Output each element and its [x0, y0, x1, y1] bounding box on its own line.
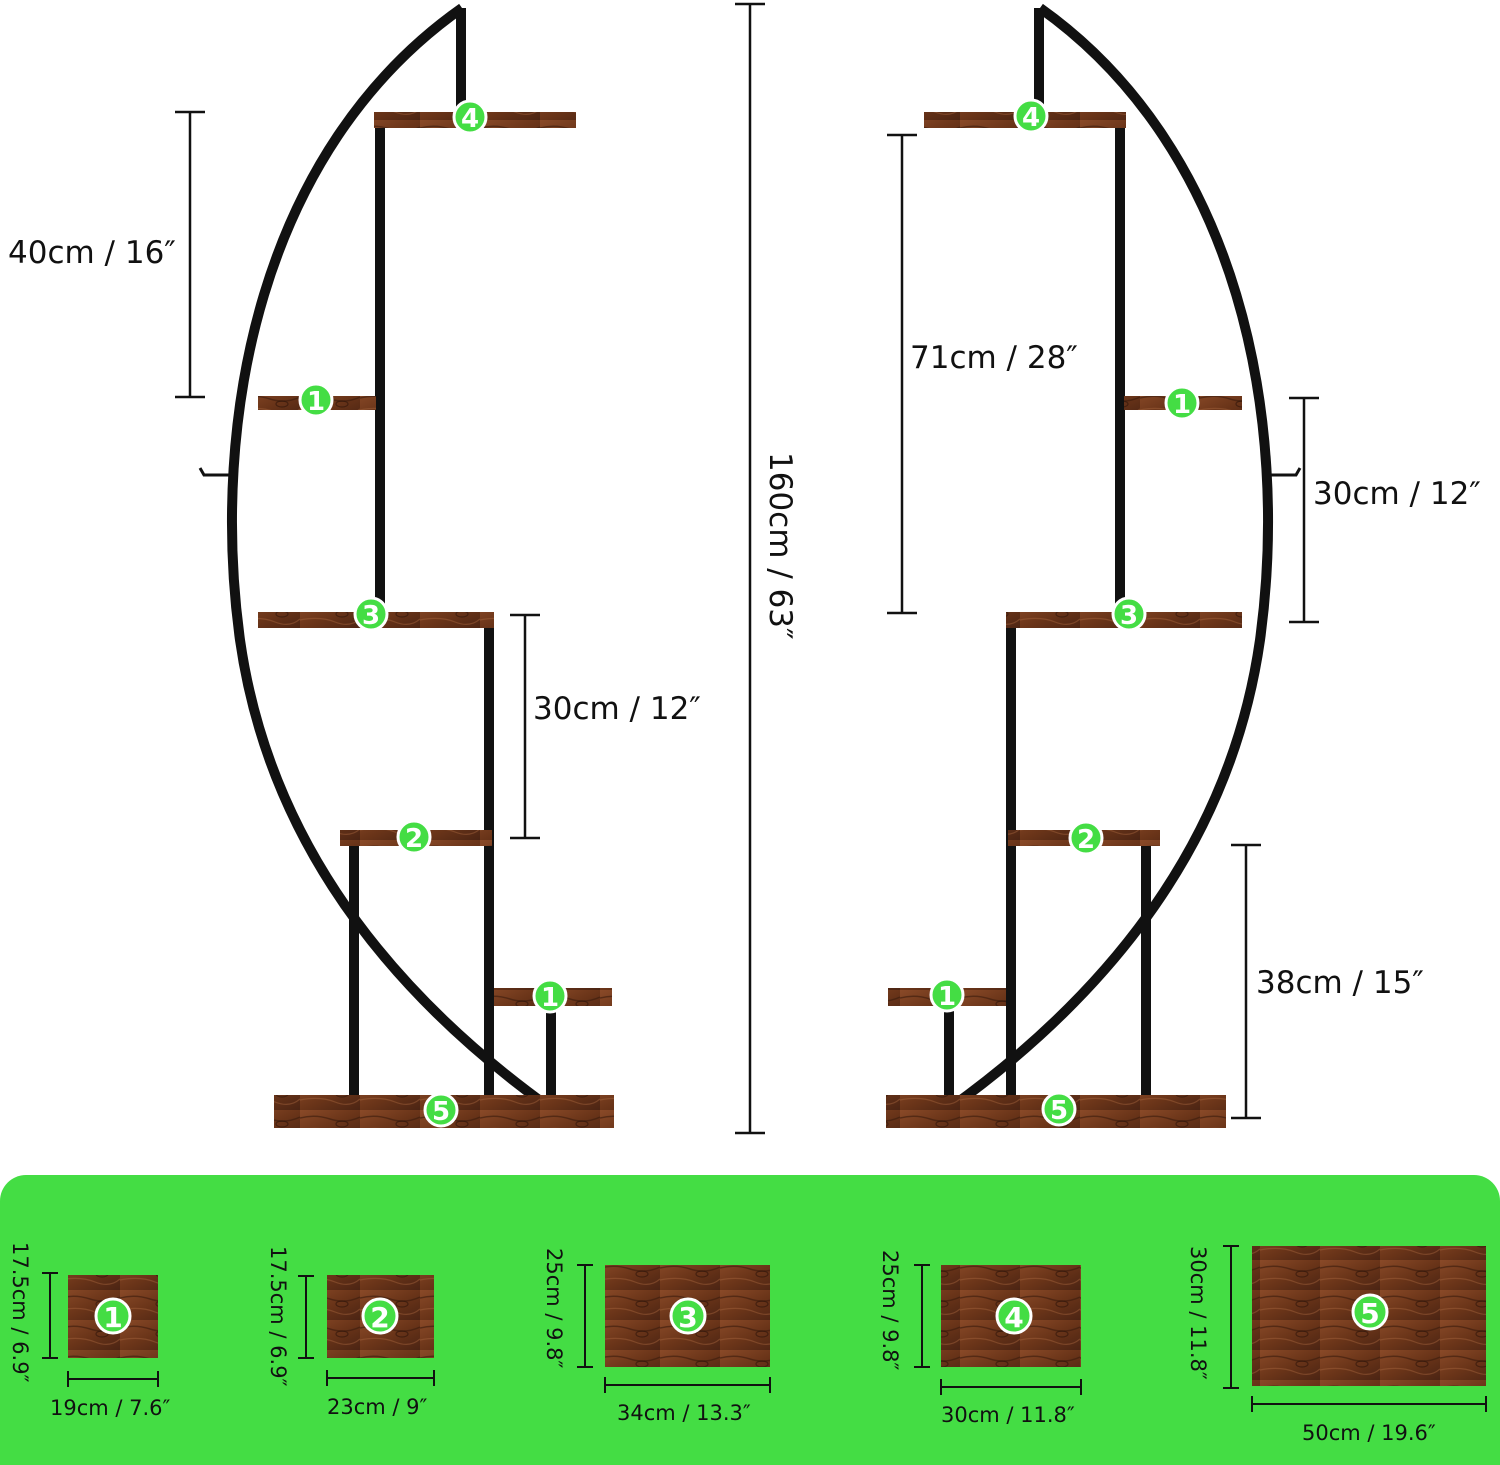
left-top-gap-label: 40cm / 16″	[8, 235, 176, 271]
svg-text:2: 2	[405, 824, 423, 854]
right-upper-span-label: 71cm / 28″	[910, 340, 1078, 376]
badge-right-1-top: 1	[1164, 385, 1200, 421]
swatch-3: 3	[577, 1264, 771, 1393]
shelf-1-width-label: 19cm / 7.6″	[50, 1396, 171, 1420]
svg-text:2: 2	[370, 1301, 389, 1334]
svg-text:1: 1	[103, 1301, 122, 1334]
shelf-5-height-label: 30cm / 11.8″	[1186, 1246, 1210, 1380]
shelf-swatches: 1 2 3 4 5	[42, 1245, 1487, 1412]
swatch-1: 1	[42, 1272, 159, 1387]
dimension-lines	[175, 2, 1319, 1135]
svg-text:5: 5	[1050, 1096, 1068, 1126]
shelf-3-height-label: 25cm / 9.8″	[542, 1248, 566, 1369]
dim-right-bottom-gap	[1231, 843, 1261, 1120]
right-stand	[886, 3, 1302, 1128]
svg-text:1: 1	[1173, 390, 1191, 420]
shelf-1-height-label: 17.5cm / 6.9″	[8, 1242, 32, 1383]
right-bottom-gap-label: 38cm / 15″	[1256, 965, 1424, 1001]
svg-text:3: 3	[1120, 601, 1138, 631]
svg-text:1: 1	[938, 982, 956, 1012]
badge-left-1-top: 1	[298, 382, 334, 418]
badge-left-1-low: 1	[532, 978, 568, 1014]
svg-text:3: 3	[362, 601, 380, 631]
shelf-2-height-label: 17.5cm / 6.9″	[266, 1246, 290, 1387]
swatch-5: 5	[1223, 1245, 1487, 1412]
badge-left-5: 5	[423, 1092, 459, 1128]
shelf-4-width-label: 30cm / 11.8″	[941, 1403, 1075, 1427]
badge-left-4: 4	[452, 99, 488, 135]
badge-right-2: 2	[1068, 820, 1104, 856]
badge-right-5: 5	[1041, 1091, 1077, 1127]
dim-left-shelf-gap	[510, 613, 540, 840]
right-shelf-gap-label: 30cm / 12″	[1313, 476, 1481, 512]
shelf-2-width-label: 23cm / 9″	[327, 1395, 428, 1419]
badge-right-1-low: 1	[929, 977, 965, 1013]
shelf-4-height-label: 25cm / 9.8″	[878, 1250, 902, 1371]
right-hook	[1262, 460, 1302, 477]
badge-left-2: 2	[396, 819, 432, 855]
badge-right-3: 3	[1111, 596, 1147, 632]
svg-text:4: 4	[1004, 1301, 1023, 1334]
left-hook	[198, 460, 238, 477]
shelf-5-width-label: 50cm / 19.6″	[1302, 1421, 1436, 1445]
svg-text:5: 5	[432, 1097, 450, 1127]
badge-right-4: 4	[1013, 98, 1049, 134]
swatch-2: 2	[298, 1275, 435, 1386]
left-arc-frame	[226, 3, 553, 1113]
right-arc-frame	[947, 3, 1274, 1113]
dim-right-shelf-gap	[1289, 396, 1319, 624]
left-stand	[198, 3, 614, 1128]
svg-text:5: 5	[1360, 1297, 1379, 1330]
total-height-label: 160cm / 63″	[762, 452, 798, 640]
swatch-4: 4	[914, 1264, 1082, 1395]
svg-text:4: 4	[1022, 103, 1040, 133]
svg-text:3: 3	[678, 1301, 697, 1334]
left-shelf-gap-label: 30cm / 12″	[533, 691, 701, 727]
svg-text:1: 1	[541, 983, 559, 1013]
dim-left-top-gap	[175, 110, 205, 399]
svg-text:4: 4	[461, 104, 479, 134]
stand-badges: 4 1 3 2 1 5 4 1 3 2 1 5	[298, 98, 1200, 1128]
dim-right-upper-span	[887, 133, 917, 615]
badge-left-3: 3	[353, 596, 389, 632]
svg-text:2: 2	[1077, 825, 1095, 855]
shelf-3-width-label: 34cm / 13.3″	[617, 1401, 751, 1425]
dim-total-height	[735, 2, 765, 1135]
svg-text:1: 1	[307, 387, 325, 417]
